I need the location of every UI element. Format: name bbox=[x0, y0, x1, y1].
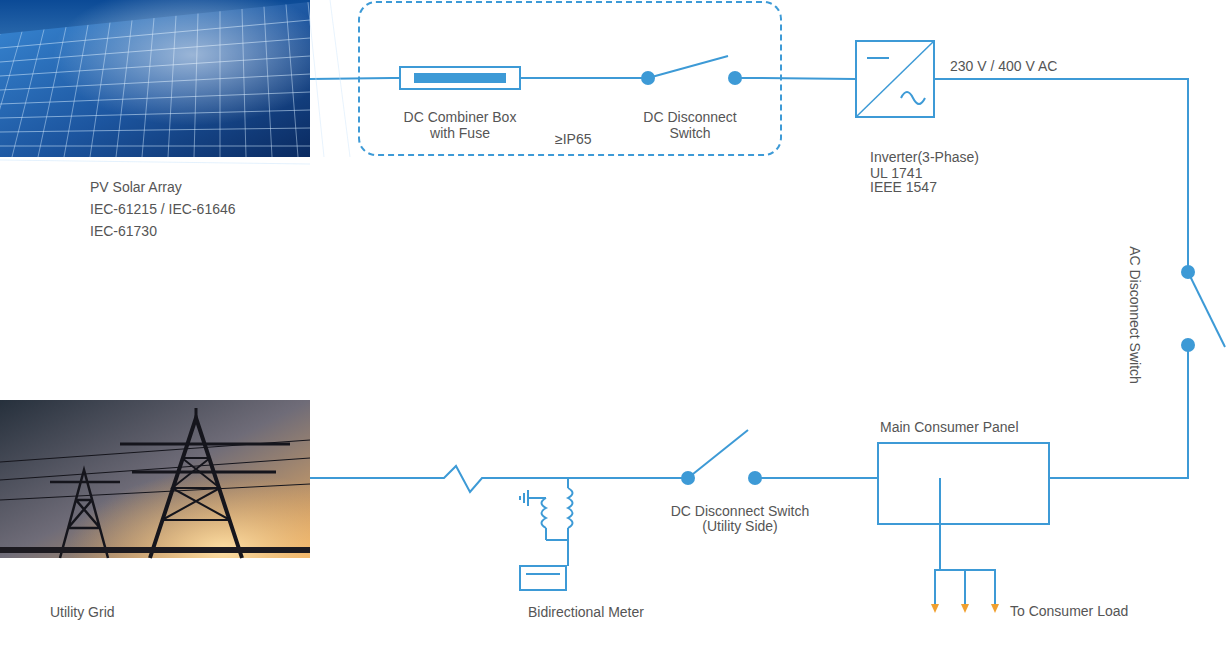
bidirectional-meter-art-part bbox=[527, 490, 529, 506]
dc-disconnect-switch-art-part bbox=[648, 56, 728, 78]
utility-disconnect-switch-art-part bbox=[761, 477, 815, 479]
node-label: Bidirectional Meter bbox=[528, 604, 644, 620]
bidirectional-meter-art-part bbox=[528, 497, 546, 499]
wire-connector bbox=[310, 78, 392, 79]
utility-grid-art-part bbox=[0, 400, 310, 558]
utility-grid-art-part bbox=[120, 408, 290, 472]
bidirectional-meter-art-part bbox=[526, 573, 560, 575]
bidirectional-meter-art-part bbox=[542, 498, 547, 528]
pv-array-art-part bbox=[0, 0, 310, 157]
bidirectional-meter-art-part bbox=[490, 477, 655, 479]
dc-disconnect-switch: DC Disconnect Switch bbox=[620, 51, 760, 151]
utility-grid-art-part bbox=[0, 400, 310, 558]
utility-grid-art-part bbox=[50, 470, 120, 558]
bidirectional-meter-art-part bbox=[523, 493, 525, 503]
load-arrowhead bbox=[931, 604, 939, 613]
pv-array-art-part bbox=[0, 0, 310, 157]
pv-array: PV Solar ArrayIEC-61215 / IEC-61646 IEC-… bbox=[0, 0, 310, 245]
node-label: Inverter(3-Phase) bbox=[870, 150, 979, 165]
dc-combiner-fuse-art-part bbox=[520, 77, 528, 79]
voltage-label: 230 V / 400 V AC bbox=[950, 58, 1057, 74]
node-label: DC Disconnect Switch (Utility Side) bbox=[670, 504, 810, 534]
dc-combiner-fuse-art-part bbox=[400, 67, 520, 89]
node-label: Utility Grid bbox=[50, 604, 115, 620]
node-label: PV Solar Array bbox=[90, 176, 182, 198]
inverter-box-art-part bbox=[901, 92, 925, 104]
dc-combiner-fuse-art-part bbox=[392, 77, 400, 79]
ac-disconnect-switch-art-part bbox=[1187, 235, 1189, 266]
ac-disconnect-switch-art-part bbox=[1181, 338, 1195, 352]
utility-disconnect-switch: DC Disconnect Switch (Utility Side) bbox=[665, 425, 815, 540]
utility-grid-art-part bbox=[0, 484, 310, 500]
node-label: IEC-61215 / IEC-61646 IEC-61730 bbox=[90, 198, 250, 242]
bidirectional-meter-art-part bbox=[567, 478, 569, 488]
node-label: UL 1741 IEEE 1547 bbox=[870, 166, 950, 194]
inverter-box-art-part bbox=[856, 41, 934, 117]
wire-connector bbox=[655, 477, 665, 479]
utility-disconnect-switch-art-part bbox=[665, 477, 682, 479]
dc-disconnect-switch-art-part bbox=[620, 77, 642, 79]
wire-connector bbox=[990, 79, 1188, 235]
utility-grid-art-part bbox=[150, 418, 242, 558]
utility-grid: Utility Grid bbox=[0, 400, 310, 625]
pv-array-art-part bbox=[330, 0, 350, 157]
wire-connector bbox=[1050, 385, 1188, 478]
bidirectional-meter-art-part bbox=[545, 528, 547, 540]
load-arrowhead bbox=[961, 604, 969, 613]
bidirectional-meter-art-part bbox=[490, 478, 655, 590]
load-drop-wire bbox=[994, 570, 996, 605]
utility-grid-art-part bbox=[0, 458, 310, 480]
utility-disconnect-switch-art-part bbox=[688, 430, 748, 478]
node-label: DC Disconnect Switch bbox=[635, 109, 745, 141]
wire-connector bbox=[310, 466, 490, 492]
bidirectional-meter: Bidirectional Meter bbox=[490, 470, 655, 622]
main-consumer-panel-art-part bbox=[878, 443, 1049, 524]
load-arrowheads bbox=[931, 604, 999, 613]
load-feed-wire bbox=[939, 524, 941, 570]
wire-connector bbox=[528, 77, 620, 79]
utility-grid-art bbox=[0, 400, 310, 625]
pv-array-art-part bbox=[0, 160, 310, 164]
utility-disconnect-switch-art-part bbox=[748, 471, 762, 485]
bidirectional-meter-art-part bbox=[568, 488, 573, 528]
load-wires bbox=[934, 524, 996, 605]
load-arrowhead bbox=[991, 604, 999, 613]
ac-disconnect-switch-art-part bbox=[1187, 351, 1189, 385]
bidirectional-meter-art-part bbox=[520, 566, 566, 590]
pv-array-art-part bbox=[308, 2, 324, 157]
bidirectional-meter-art-part bbox=[546, 539, 568, 541]
utility-grid-art-part bbox=[0, 547, 310, 553]
node-label: DC Combiner Box with Fuse bbox=[399, 109, 521, 141]
ac-disconnect-switch: AC Disconnect Switch bbox=[1115, 235, 1231, 385]
dc-combiner-fuse-art-part bbox=[414, 73, 506, 83]
dc-disconnect-switch-art-part bbox=[741, 77, 760, 79]
dc-enclosure: ≥IP65 DC Combiner Box with Fuse DC Disconn… bbox=[358, 1, 782, 156]
bidirectional-meter-art-part bbox=[567, 528, 569, 566]
node-label: AC Disconnect Switch bbox=[1127, 246, 1143, 384]
utility-grid-art-part bbox=[0, 408, 310, 558]
node-label: Main Consumer Panel bbox=[880, 419, 1019, 435]
bidirectional-meter-art-part bbox=[519, 496, 521, 500]
utility-grid-art-part bbox=[162, 458, 230, 520]
load-drop-wire bbox=[934, 570, 936, 605]
load-label: To Consumer Load bbox=[1010, 603, 1128, 619]
ac-disconnect-switch-art-part bbox=[1188, 272, 1225, 347]
main-consumer-panel-art-part bbox=[939, 478, 941, 525]
dc-combiner-fuse: DC Combiner Box with Fuse bbox=[392, 51, 528, 151]
bidirectional-meter-art bbox=[490, 470, 655, 620]
wire-connector bbox=[760, 78, 855, 79]
load-drop-wire bbox=[964, 570, 966, 605]
inverter-box-art-part bbox=[867, 57, 889, 59]
dc-disconnect-switch-art-part bbox=[728, 71, 742, 85]
main-consumer-panel: Main Consumer Panel bbox=[877, 415, 1050, 525]
inverter-box-art-part bbox=[856, 41, 934, 117]
inverter-box-art-part bbox=[934, 78, 990, 80]
wire-connector bbox=[815, 477, 877, 479]
node-label: ≥IP65 bbox=[555, 131, 591, 147]
